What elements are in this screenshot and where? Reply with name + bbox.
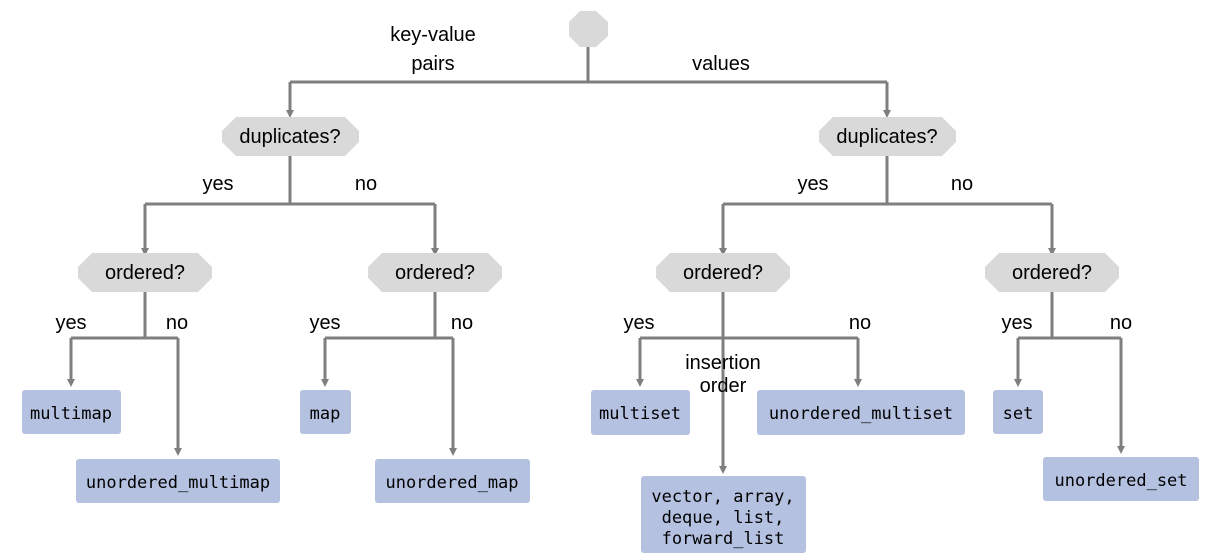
leaf-text: unordered_set [1054, 471, 1187, 491]
leaf-set: set [993, 390, 1043, 434]
leaf-unordered-map: unordered_map [375, 459, 530, 503]
leaf-text: multiset [599, 404, 681, 424]
leaf-unordered-multiset: unordered_multiset [757, 390, 965, 435]
question-ordered-2: ordered? [368, 253, 502, 292]
question-text: duplicates? [836, 126, 937, 148]
label-pairs: pairs [411, 53, 454, 75]
label-yes-dup-right: yes [797, 173, 828, 195]
root-node [569, 11, 608, 47]
question-text: ordered? [105, 262, 185, 284]
question-ordered-1: ordered? [78, 253, 212, 292]
leaf-text: unordered_multiset [769, 404, 953, 424]
leaf-multiset: multiset [591, 390, 690, 435]
leaf-text-line-1: vector, array, [651, 487, 794, 507]
leaf-text: unordered_multimap [86, 473, 270, 493]
label-yes-ord3: yes [623, 312, 654, 334]
leaf-multimap: multimap [22, 390, 121, 434]
leaf-text-line-2: deque, list, [662, 508, 785, 528]
leaf-unordered-multimap: unordered_multimap [76, 459, 280, 503]
label-no-dup-left: no [355, 173, 377, 195]
leaf-map: map [300, 390, 351, 434]
question-text: ordered? [683, 262, 763, 284]
leaf-text: multimap [30, 404, 112, 424]
leaf-text-line-3: forward_list [662, 529, 785, 549]
label-yes-dup-left: yes [202, 173, 233, 195]
leaf-text: map [310, 404, 341, 424]
label-yes-ord4: yes [1001, 312, 1032, 334]
label-yes-ord2: yes [309, 312, 340, 334]
label-key-value: key-value [390, 24, 476, 46]
question-duplicates-left: duplicates? [222, 117, 359, 156]
question-ordered-3: ordered? [656, 253, 790, 292]
leaf-sequence-containers: vector, array, deque, list, forward_list [641, 476, 806, 553]
label-no-ord2: no [451, 312, 473, 334]
leaf-text: set [1003, 404, 1034, 424]
label-order: order [700, 375, 747, 397]
question-text: duplicates? [239, 126, 340, 148]
question-text: ordered? [395, 262, 475, 284]
label-no-ord4: no [1110, 312, 1132, 334]
question-duplicates-right: duplicates? [819, 117, 956, 156]
label-no-dup-right: no [951, 173, 973, 195]
label-no-ord3: no [849, 312, 871, 334]
label-yes-ord1: yes [55, 312, 86, 334]
label-no-ord1: no [166, 312, 188, 334]
leaf-text: unordered_map [385, 473, 518, 493]
leaf-unordered-set: unordered_set [1043, 457, 1199, 501]
label-values: values [692, 53, 750, 75]
question-text: ordered? [1012, 262, 1092, 284]
label-insertion: insertion [685, 352, 761, 374]
edges [67, 46, 1125, 474]
question-ordered-4: ordered? [985, 253, 1119, 292]
